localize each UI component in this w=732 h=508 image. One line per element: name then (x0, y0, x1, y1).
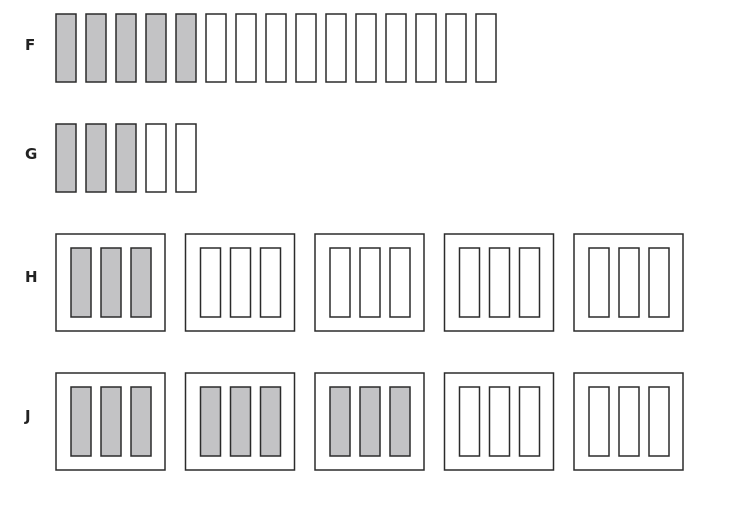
shaded-bar-h-1-2 (100, 247, 122, 318)
empty-bar-j-4-3 (518, 386, 541, 457)
empty-bar-f-14 (445, 13, 467, 83)
empty-bar-h-2-3 (259, 247, 282, 318)
empty-bar-h-5-1 (588, 247, 610, 318)
empty-bar-h-4-2 (488, 247, 511, 318)
shaded-bar-g-1 (55, 123, 77, 193)
shaded-bar-j-3-1 (329, 386, 351, 457)
empty-bar-g-5 (175, 123, 197, 193)
row-label-j: J (24, 407, 31, 425)
empty-bar-j-5-2 (618, 386, 640, 457)
row-label-f: F (25, 36, 35, 54)
shaded-bar-f-1 (55, 13, 77, 83)
row-j-groups (55, 372, 684, 471)
empty-bar-h-3-1 (329, 247, 351, 318)
empty-bar-f-6 (205, 13, 227, 83)
shaded-bar-f-3 (115, 13, 137, 83)
shaded-bar-f-5 (175, 13, 197, 83)
empty-bar-g-4 (145, 123, 167, 193)
shaded-bar-j-1-3 (130, 386, 152, 457)
empty-bar-f-9 (295, 13, 317, 83)
empty-bar-f-11 (355, 13, 377, 83)
row-f-bars (55, 13, 497, 83)
shaded-bar-h-1-1 (70, 247, 92, 318)
empty-bar-f-12 (385, 13, 407, 83)
empty-bar-f-10 (325, 13, 347, 83)
empty-bar-h-4-1 (458, 247, 481, 318)
empty-bar-j-5-1 (588, 386, 610, 457)
empty-bar-h-2-1 (199, 247, 222, 318)
shaded-bar-g-2 (85, 123, 107, 193)
row-g-bars (55, 123, 197, 193)
shaded-bar-j-2-1 (199, 386, 222, 457)
shaded-bar-g-3 (115, 123, 137, 193)
empty-bar-j-4-2 (488, 386, 511, 457)
empty-bar-h-3-3 (389, 247, 411, 318)
empty-bar-f-15 (475, 13, 497, 83)
row-label-g: G (25, 145, 37, 163)
shaded-bar-j-2-3 (259, 386, 282, 457)
empty-bar-h-5-2 (618, 247, 640, 318)
shaded-bar-f-4 (145, 13, 167, 83)
shaded-bar-h-1-3 (130, 247, 152, 318)
shaded-bar-j-3-3 (389, 386, 411, 457)
shaded-bar-j-3-2 (359, 386, 381, 457)
shaded-bar-j-2-2 (229, 386, 252, 457)
shaded-bar-j-1-1 (70, 386, 92, 457)
empty-bar-h-5-3 (648, 247, 670, 318)
empty-bar-h-4-3 (518, 247, 541, 318)
empty-bar-h-2-2 (229, 247, 252, 318)
empty-bar-h-3-2 (359, 247, 381, 318)
empty-bar-j-4-1 (458, 386, 481, 457)
empty-bar-f-7 (235, 13, 257, 83)
row-h-groups (55, 233, 684, 332)
row-label-h: H (25, 268, 38, 286)
empty-bar-f-8 (265, 13, 287, 83)
empty-bar-f-13 (415, 13, 437, 83)
shaded-bar-f-2 (85, 13, 107, 83)
shaded-bar-j-1-2 (100, 386, 122, 457)
empty-bar-j-5-3 (648, 386, 670, 457)
